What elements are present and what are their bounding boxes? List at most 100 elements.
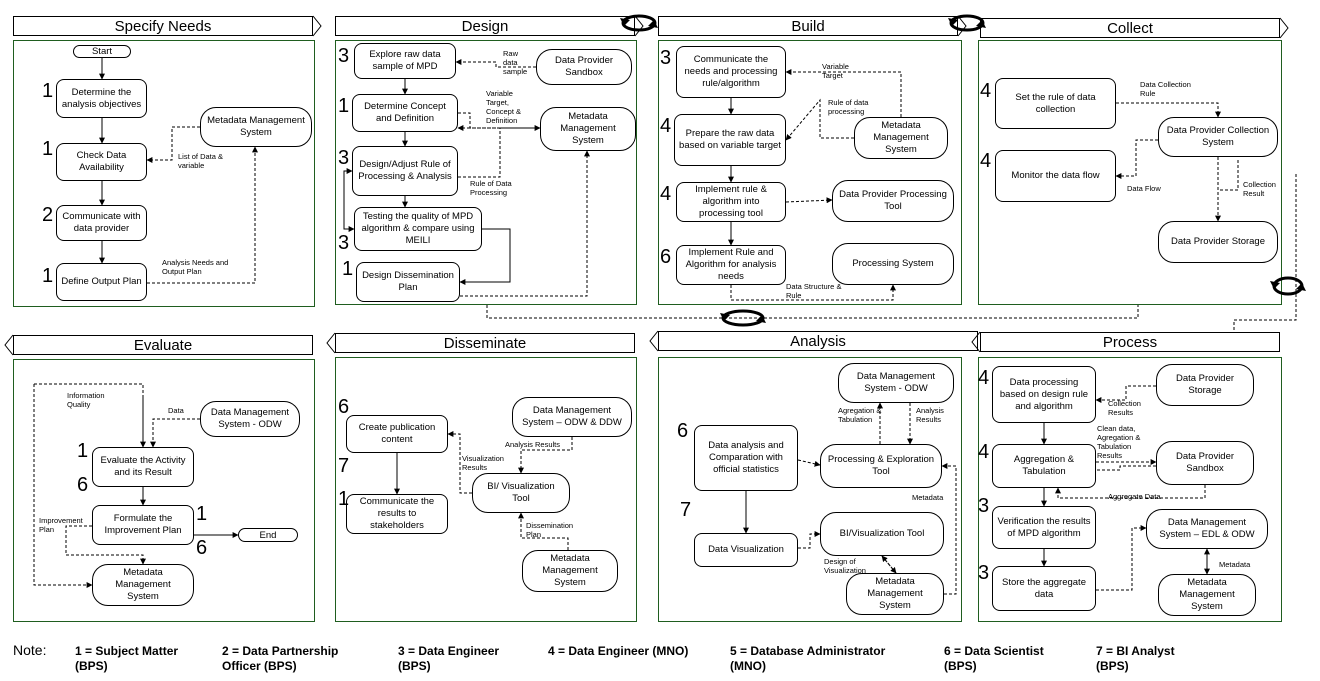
exploration-tool: Processing & Exploration Tool [820,444,942,488]
disseminate-metadata-system: Metadata Management System [522,550,618,592]
provider-storage: Data Provider Storage [1158,221,1278,263]
formulate-improvement-box: Formulate the Improvement Plan [92,505,194,545]
role-number: 1 [77,440,89,462]
analysis-results-label: Analysis Results [505,440,561,449]
aggregation-box: Aggregation & Tabulation [992,444,1096,488]
dissemination-plan-label: Dissemination Plan [526,521,574,539]
role-number: 3 [978,495,990,517]
disseminate-bi-tool: BI/ Visualization Tool [472,473,570,513]
data-analysis-box: Data analysis and Comparation with offic… [694,425,798,491]
phase-design: Design [335,16,635,36]
role-number: 1 [42,265,54,287]
role-legend-7: 7 = BI Analyst (BPS) [1096,644,1175,673]
role-number: 2 [42,204,54,226]
process-storage: Data Provider Storage [1156,364,1254,406]
evaluate-dms: Data Management System - ODW [200,401,300,437]
specify-metadata-system: Metadata Management System [200,107,312,147]
role-number: 1 [342,258,354,280]
collection-system: Data Provider Collection System [1158,117,1278,157]
collection-results-label: Collection Results [1108,399,1141,417]
phase-evaluate: Evaluate [13,335,313,355]
role-number: 6 [77,474,89,496]
data-visualization-box: Data Visualization [694,533,798,567]
build-metadata-system: Metadata Management System [854,117,948,159]
role-number: 1 [338,95,350,117]
role-number: 3 [338,45,350,67]
variable-target-label: Variable Target, Concept & Definition [486,89,522,125]
collection-rule-label: Data Collection Rule [1140,80,1191,98]
collection-result-label: Collection Result [1243,180,1276,198]
verification-box: Verification the results of MPD algorith… [992,506,1096,549]
analysis-bi-tool: BI/Visualization Tool [820,512,944,556]
role-number: 4 [980,150,992,172]
role-number: 6 [660,246,672,268]
phase-process: Process [980,332,1280,352]
rule-of-data-label: Rule of data processing [828,98,869,116]
design-rule-box: Design/Adjust Rule of Processing & Analy… [352,146,458,196]
check-availability-box: Check Data Availability [56,143,147,181]
monitor-data-flow-box: Monitor the data flow [995,150,1116,202]
phase-build: Build [658,16,958,36]
communicate-results-box: Communicate the results to stakeholders [346,494,448,534]
data-flow-label: Data Flow [1127,184,1161,193]
role-number: 3 [338,147,350,169]
raw-data-sample-label: Raw data sample [503,49,528,76]
start-terminal: Start [73,45,131,58]
variable-target-label: Variable Target [822,62,849,80]
role-legend-2: 2 = Data Partnership Officer (BPS) [222,644,339,673]
design-metadata-system: Metadata Management System [540,107,636,151]
analysis-dms: Data Management System - ODW [838,363,954,403]
role-legend-6: 6 = Data Scientist (BPS) [944,644,1044,673]
aggregate-data-label: Aggregate Data [1108,492,1161,501]
design-sandbox: Data Provider Sandbox [536,49,632,85]
role-legend-3: 3 = Data Engineer (BPS) [398,644,500,673]
metadata-label: Metadata [912,493,944,502]
phase-specify-needs: Specify Needs [13,16,313,36]
improvement-plan-label: Improvement Plan [39,516,83,534]
role-number: 4 [978,367,990,389]
visualization-results-label: Visualization Results [462,454,504,472]
note-title: Note: [13,642,47,658]
implement-rule-box: Implement rule & algorithm into processi… [676,182,786,222]
role-number: 3 [660,47,672,69]
rule-data-processing-label: Rule of Data Processing [470,179,512,197]
evaluate-activity-box: Evaluate the Activity and its Result [92,447,194,487]
role-number: 6 [338,396,350,418]
define-output-plan-box: Define Output Plan [56,263,147,301]
role-legend-4: 4 = Data Engineer (MNO) [548,644,689,658]
communicate-provider-box: Communicate with data provider [56,205,147,241]
process-sandbox: Data Provider Sandbox [1156,441,1254,485]
create-publication-box: Create publication content [346,415,448,453]
data-structure-label: Data Structure & Rule [786,282,842,300]
role-number: 3 [978,562,990,584]
phase-disseminate: Disseminate [335,333,635,353]
information-quality-label: Information Quality [67,391,105,409]
role-number: 1 [196,503,208,525]
role-legend-1: 1 = Subject Matter (BPS) [75,644,179,673]
design-visualization-label: Design of Visualization [824,557,866,575]
design-dissemination-box: Design Dissemination Plan [356,262,460,302]
evaluate-metadata-system: Metadata Management System [92,564,194,606]
role-number: 1 [42,138,54,160]
phase-collect: Collect [980,18,1280,38]
role-number: 4 [660,183,672,205]
testing-quality-box: Testing the quality of MPD algorithm & c… [354,207,482,251]
role-number: 1 [338,488,350,510]
analysis-needs-label: Analysis Needs and Output Plan [162,258,229,276]
role-number: 6 [196,537,208,559]
role-number: 1 [42,80,54,102]
process-dms: Data Management System – EDL & ODW [1146,509,1268,549]
list-of-data-label: List of Data & variable [178,152,224,170]
store-aggregate-box: Store the aggregate data [992,566,1096,611]
role-legend-5: 5 = Database Administrator (MNO) [730,644,886,673]
implement-analysis-box: Implement Rule and Algorithm for analysi… [676,245,786,285]
clean-data-label: Clean data, Agregation & Tabulation Resu… [1097,424,1141,460]
end-terminal: End [238,528,298,542]
metadata-label: Metadata [1219,560,1251,569]
set-collection-rule-box: Set the rule of data collection [995,78,1116,129]
processing-tool: Data Provider Processing Tool [832,180,954,222]
process-metadata-system: Metadata Management System [1158,574,1256,616]
role-number: 7 [338,455,350,477]
processing-system: Processing System [832,243,954,285]
determine-concept-box: Determine Concept and Definition [352,94,458,132]
